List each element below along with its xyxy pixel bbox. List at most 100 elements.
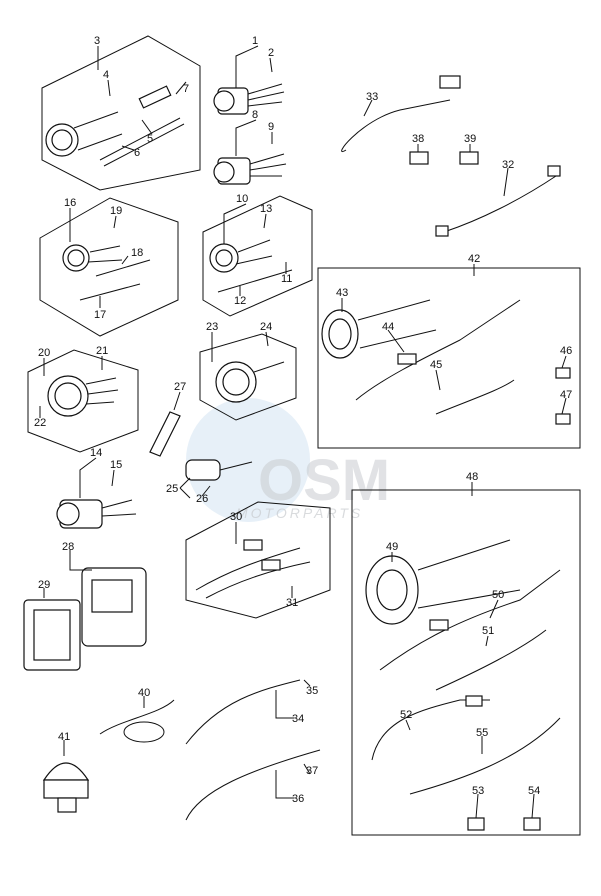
frame-42 xyxy=(317,267,581,449)
callout-36: 36 xyxy=(292,793,304,805)
callout-28: 28 xyxy=(62,541,74,553)
callout-23: 23 xyxy=(206,321,218,333)
gauge-20-icon xyxy=(47,375,119,417)
connector-47-icon xyxy=(555,413,571,425)
callout-46: 46 xyxy=(560,345,572,357)
switch-25-icon xyxy=(185,459,253,481)
cable-55-icon xyxy=(409,717,561,795)
frame-48 xyxy=(351,489,581,836)
callout-3: 3 xyxy=(94,35,100,47)
callout-42: 42 xyxy=(468,253,480,265)
harness-34-icon xyxy=(185,679,301,745)
callouts: 1 2 3 4 5 6 7 8 9 10 11 12 13 14 15 16 1… xyxy=(34,35,572,805)
callout-14: 14 xyxy=(90,447,102,459)
callout-2: 2 xyxy=(268,47,274,59)
callout-7: 7 xyxy=(183,83,189,95)
callout-45: 45 xyxy=(430,359,442,371)
callout-27: 27 xyxy=(174,381,186,393)
watermark-tagline: MOTORPARTS xyxy=(236,505,363,521)
callout-19: 19 xyxy=(110,205,122,217)
gauge-23-icon xyxy=(215,361,285,403)
callout-30: 30 xyxy=(230,511,242,523)
meter-14-icon xyxy=(56,499,137,529)
gauge-3-icon xyxy=(45,85,185,167)
callout-50: 50 xyxy=(492,589,504,601)
callout-4: 4 xyxy=(103,69,109,81)
cable-33-icon xyxy=(341,75,461,153)
cable-52-icon xyxy=(371,695,490,761)
cable-40-icon xyxy=(99,699,175,743)
connector-38-icon xyxy=(409,151,429,165)
connector-53-icon xyxy=(467,817,485,831)
frame-20 xyxy=(27,349,139,453)
callout-1: 1 xyxy=(252,35,258,47)
gauge-49-icon xyxy=(365,539,521,625)
callout-8: 8 xyxy=(252,109,258,121)
cable-44-icon xyxy=(355,299,521,401)
cable-51-icon xyxy=(435,629,547,691)
callout-39: 39 xyxy=(464,133,476,145)
callout-35: 35 xyxy=(306,685,318,697)
callout-9: 9 xyxy=(268,121,274,133)
gauge-16-icon xyxy=(62,244,151,301)
cable-32-icon xyxy=(435,165,561,237)
callout-52: 52 xyxy=(400,709,412,721)
callout-22: 22 xyxy=(34,417,46,429)
callout-54: 54 xyxy=(528,785,540,797)
callout-18: 18 xyxy=(131,247,143,259)
globe-icon xyxy=(186,398,310,522)
callout-26: 26 xyxy=(196,493,208,505)
harness-30-icon xyxy=(195,539,311,599)
callout-51: 51 xyxy=(482,625,494,637)
frame-23 xyxy=(199,333,297,421)
callout-15: 15 xyxy=(110,459,122,471)
display-29-icon xyxy=(23,599,81,671)
callout-6: 6 xyxy=(134,147,140,159)
cable-50-icon xyxy=(379,569,561,671)
callout-43: 43 xyxy=(336,287,348,299)
connector-54-icon xyxy=(523,817,541,831)
callout-55: 55 xyxy=(476,727,488,739)
gauge-43-icon xyxy=(321,299,437,359)
callout-32: 32 xyxy=(502,159,514,171)
callout-48: 48 xyxy=(466,471,478,483)
callout-47: 47 xyxy=(560,389,572,401)
group-frames xyxy=(27,35,581,836)
frame-16 xyxy=(39,197,179,337)
cable-45-icon xyxy=(435,379,515,415)
gauge-10-icon xyxy=(209,239,293,293)
parts xyxy=(23,75,571,831)
callout-29: 29 xyxy=(38,579,50,591)
meter-1-icon xyxy=(213,83,285,115)
meter-8-icon xyxy=(213,153,287,185)
watermark: OSM MOTORPARTS xyxy=(186,398,390,522)
callout-13: 13 xyxy=(260,203,272,215)
callout-21: 21 xyxy=(96,345,108,357)
frame-3 xyxy=(41,35,201,191)
callout-25: 25 xyxy=(166,483,178,495)
callout-17: 17 xyxy=(94,309,106,321)
harness-36-icon xyxy=(185,749,321,821)
callout-53: 53 xyxy=(472,785,484,797)
connector-39-icon xyxy=(459,151,479,165)
callout-34: 34 xyxy=(292,713,304,725)
callout-16: 16 xyxy=(64,197,76,209)
callout-12: 12 xyxy=(234,295,246,307)
callout-38: 38 xyxy=(412,133,424,145)
callout-41: 41 xyxy=(58,731,70,743)
frame-30 xyxy=(185,501,331,619)
callout-11: 11 xyxy=(281,273,292,285)
callout-33: 33 xyxy=(366,91,378,103)
callout-37: 37 xyxy=(306,765,318,777)
callout-40: 40 xyxy=(138,687,150,699)
lever-27-icon xyxy=(149,411,181,457)
frame-10 xyxy=(202,195,313,317)
display-28-icon xyxy=(81,567,147,647)
callout-49: 49 xyxy=(386,541,398,553)
callout-44: 44 xyxy=(382,321,394,333)
leader-lines xyxy=(39,45,567,819)
sensor-41-icon xyxy=(42,762,90,813)
watermark-logo: OSM xyxy=(258,448,390,513)
callout-24: 24 xyxy=(260,321,272,333)
